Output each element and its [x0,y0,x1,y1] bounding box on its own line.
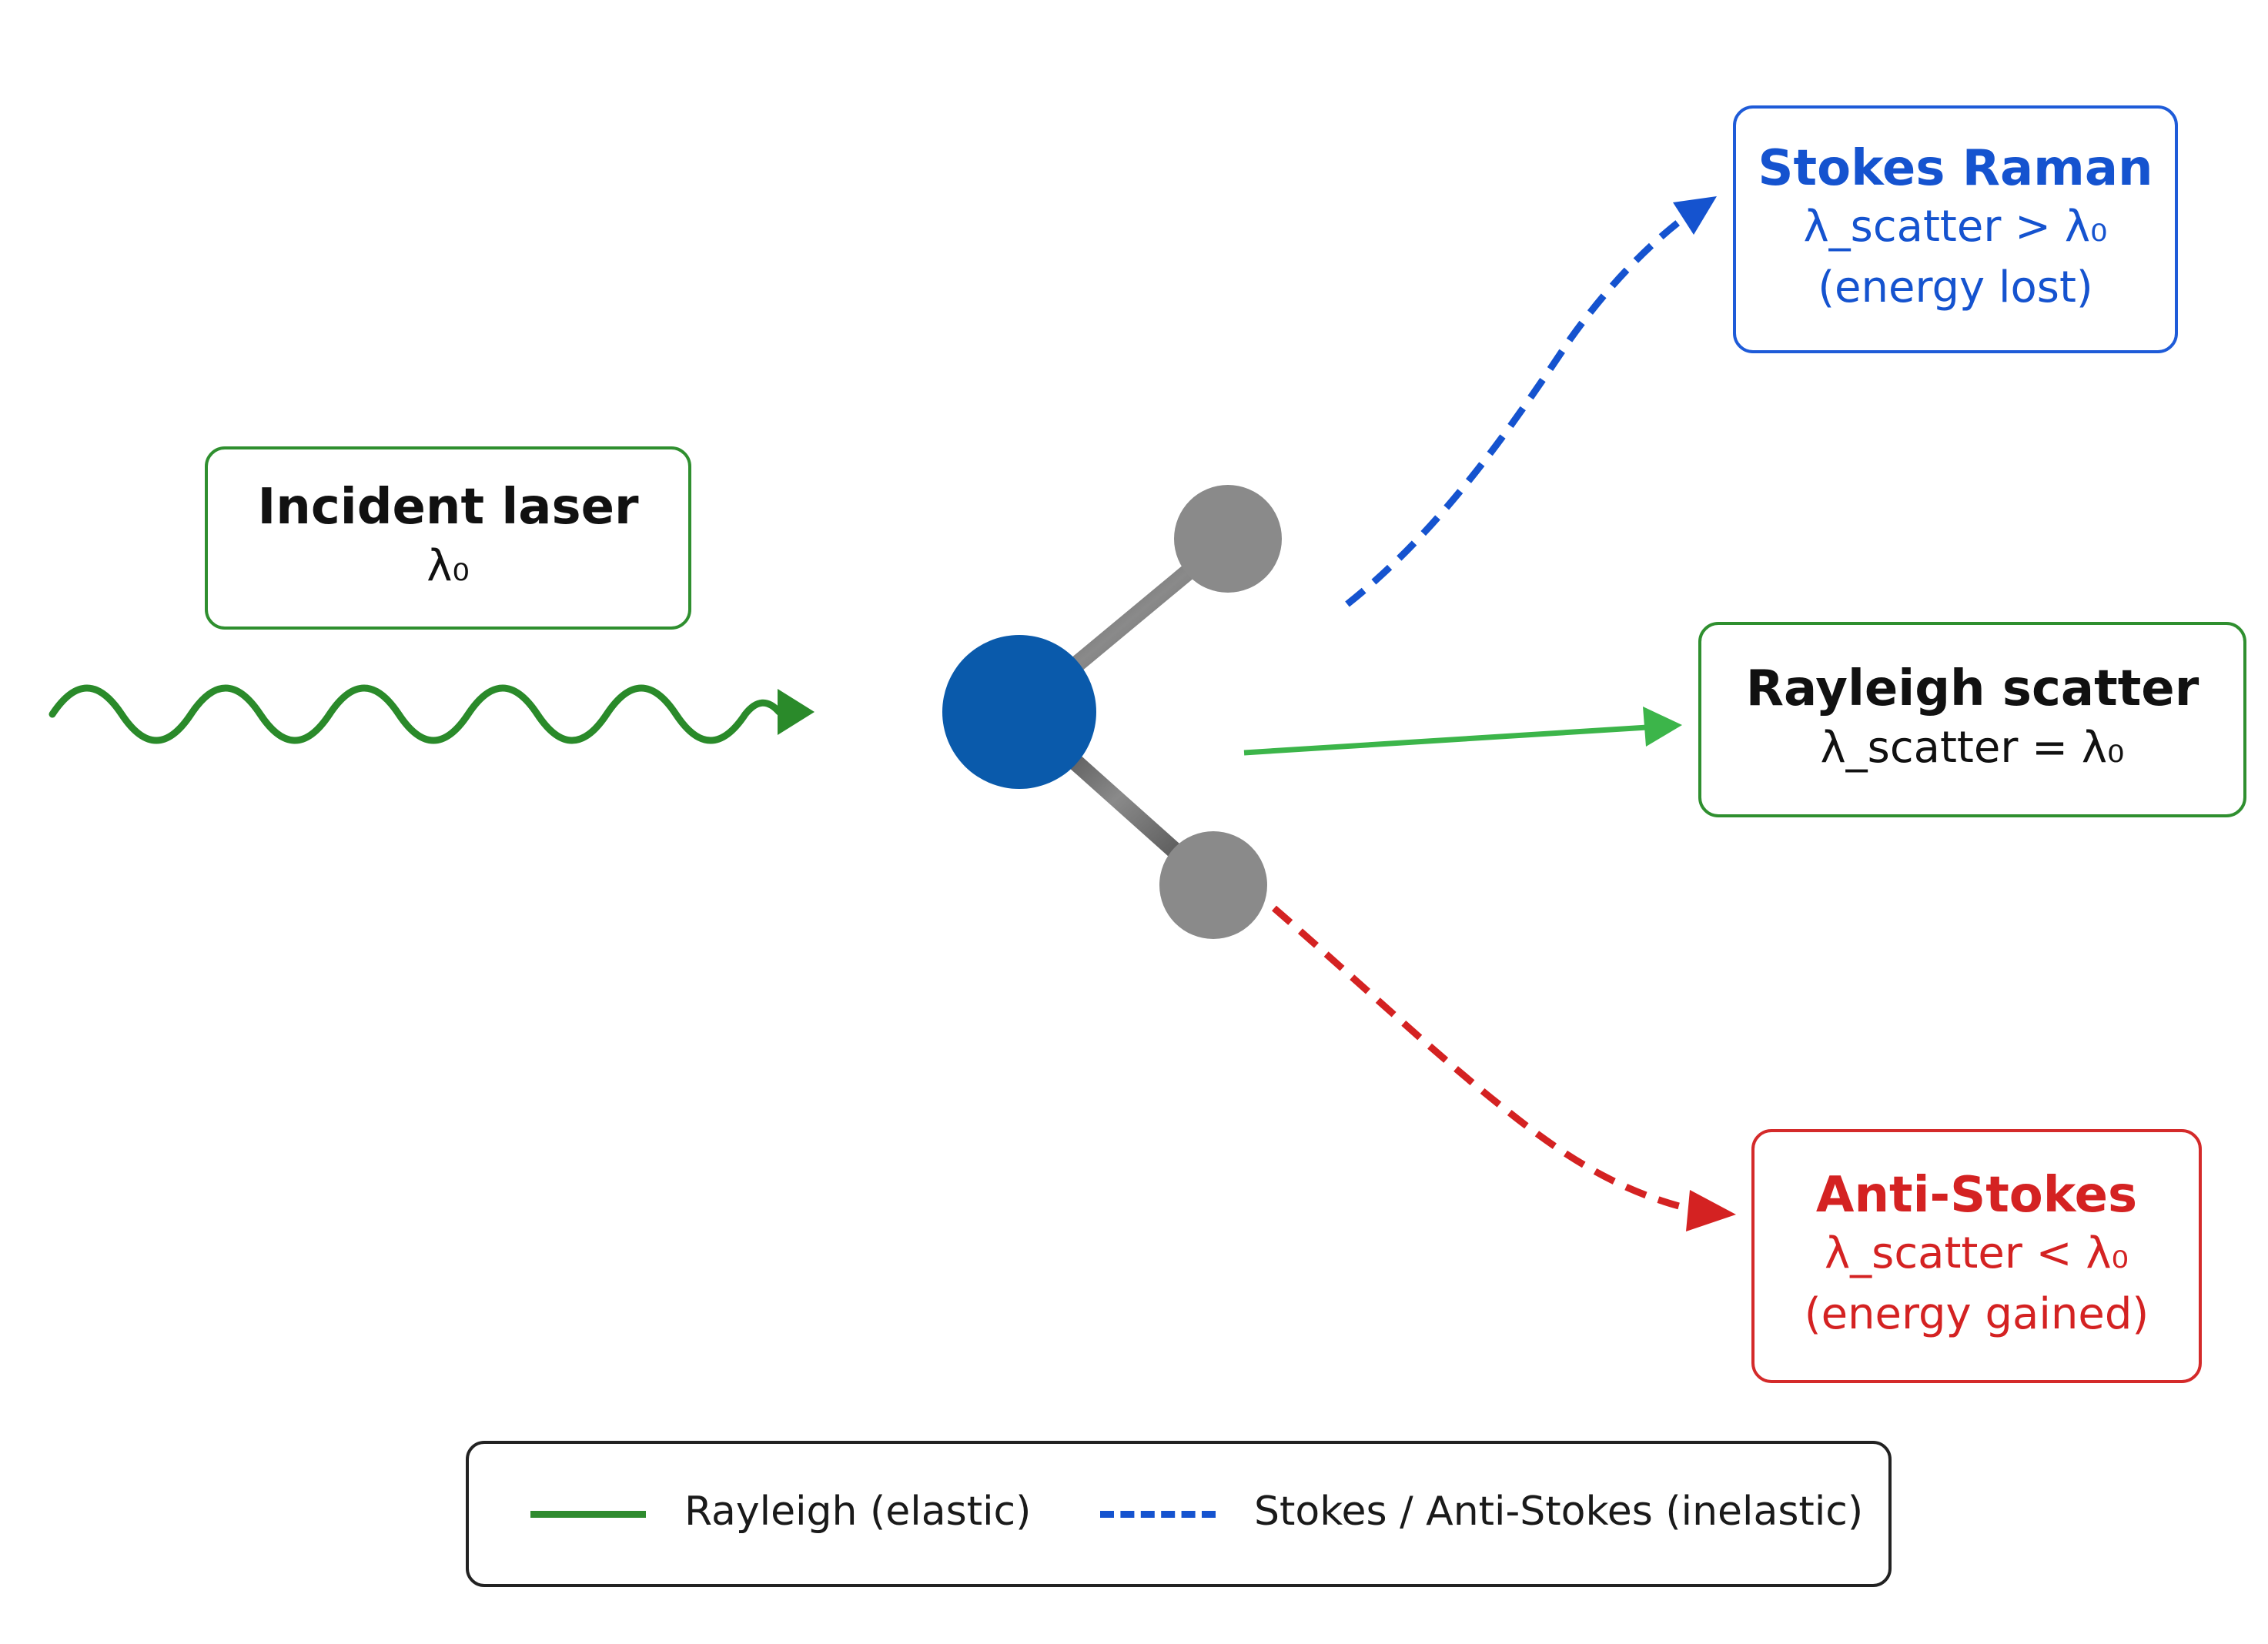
stokes-raman-box: Stokes Raman λ_scatter > λ₀ (energy lost… [1733,105,2178,353]
anti-stokes-box: Anti-Stokes λ_scatter < λ₀ (energy gaine… [1751,1129,2202,1383]
anti-stokes-arrowhead [1686,1190,1736,1231]
legend: Rayleigh (elastic) Stokes / Anti-Stokes … [466,1441,1892,1587]
legend-raman-swatch [1100,1511,1216,1518]
incident-wave [49,684,783,744]
rayleigh-scatter-box: Rayleigh scatter λ_scatter = λ₀ [1698,622,2246,817]
stokes-arrowhead [1673,196,1717,235]
incident-laser-wavelength: λ₀ [427,540,470,591]
stokes-raman-title: Stokes Raman [1758,139,2153,197]
rayleigh-arrowhead [1643,707,1682,747]
rayleigh-arrow-line [1243,724,1648,756]
legend-rayleigh-swatch [530,1511,646,1518]
anti-stokes-relation: λ_scatter < λ₀ [1825,1228,2129,1279]
stokes-raman-relation: λ_scatter > λ₀ [1803,202,2108,252]
anti-stokes-arrow-path [1272,905,1695,1214]
stokes-raman-note: (energy lost) [1818,262,2093,312]
incident-laser-box: Incident laser λ₀ [205,446,691,630]
legend-rayleigh-label: Rayleigh (elastic) [684,1489,1032,1535]
incident-laser-title: Incident laser [257,479,639,536]
center-atom [942,635,1096,789]
anti-stokes-note: (energy gained) [1804,1288,2149,1339]
legend-raman-label: Stokes / Anti-Stokes (inelastic) [1254,1489,1864,1535]
rayleigh-scatter-relation: λ_scatter = λ₀ [1820,722,2125,773]
upper-atom [1174,485,1282,593]
stokes-arrow-path [1345,216,1684,607]
lower-atom [1159,831,1267,939]
incident-arrowhead [778,689,815,735]
anti-stokes-title: Anti-Stokes [1815,1166,2138,1224]
rayleigh-scatter-title: Rayleigh scatter [1745,660,2199,717]
molecule [942,485,1282,939]
